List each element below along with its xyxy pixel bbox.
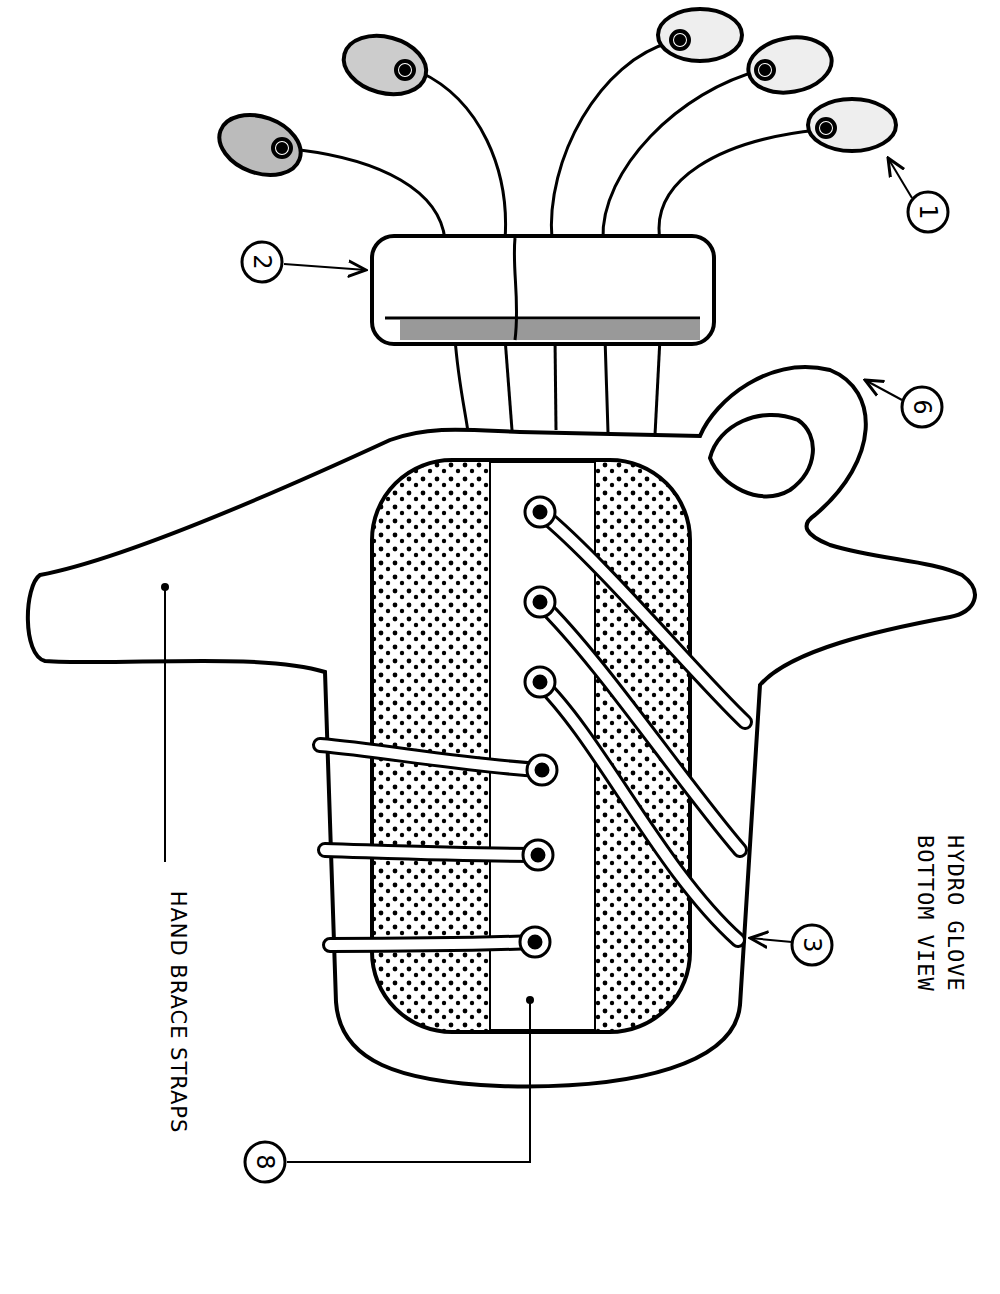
callout-number: 3 <box>800 937 824 952</box>
callout-number: 2 <box>250 254 274 269</box>
callout-number: 8 <box>253 1154 277 1169</box>
callout-number: 6 <box>910 399 934 414</box>
paddles <box>211 9 896 186</box>
band <box>372 236 714 344</box>
callouts <box>242 192 948 1182</box>
callout-number: 1 <box>916 204 940 219</box>
title: HYDRO GLOVE BOTTOM VIEW <box>910 835 969 1005</box>
part-label: HAND BRACE STRAPS <box>166 891 190 1134</box>
eyelets <box>520 497 557 957</box>
